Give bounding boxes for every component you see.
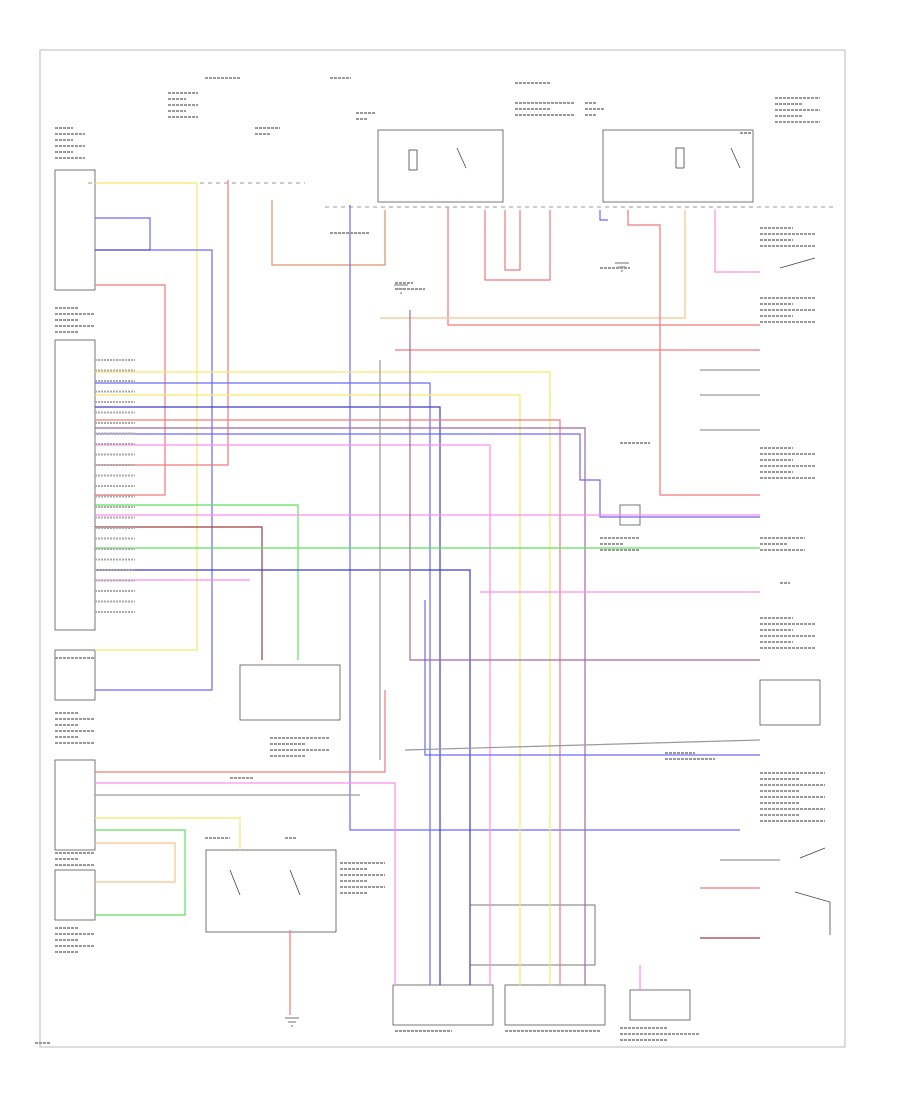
label-block-29: [270, 737, 330, 757]
label-block-1: [168, 92, 198, 118]
wire-red-34: [95, 690, 386, 773]
junction-box-bottom: [469, 904, 596, 966]
wire-yellow-15: [95, 371, 551, 985]
relay-box-1: [377, 129, 504, 203]
wire-maroon-25: [95, 526, 263, 660]
wire-blue-32: [424, 600, 760, 756]
label-block-12: [395, 282, 425, 290]
wire-pink-12: [714, 210, 760, 273]
switch-module-box: [205, 849, 337, 933]
wire-yellow-37: [95, 817, 241, 850]
wire-brown-5: [271, 200, 386, 266]
wire-red-7: [447, 207, 760, 326]
label-block-23: [55, 852, 95, 866]
label-block-33: [600, 537, 640, 551]
label-block-14: [760, 227, 815, 247]
label-block-8: [585, 102, 605, 116]
wire-blue-21: [95, 433, 760, 518]
wire-gray-33: [404, 739, 761, 751]
label-block-7: [515, 102, 575, 116]
label-block-3: [255, 127, 280, 135]
relay-switch-1: [456, 147, 467, 169]
wire-purple-30: [409, 310, 760, 661]
wire-red-11: [504, 210, 521, 271]
diagram-frame: [39, 49, 846, 1048]
relay-coil-2: [675, 147, 685, 169]
label-block-0: [55, 127, 85, 159]
label-block-17: [760, 537, 805, 551]
right-switch-2: [799, 847, 826, 859]
right-sensor-box: [759, 679, 821, 726]
wire-layer: [95, 180, 780, 1015]
actuator-box-center: [504, 984, 606, 1026]
wire-pink-22: [95, 444, 491, 985]
wire-red-13: [627, 210, 760, 496]
left-connector-lower: [54, 759, 96, 851]
wire-red-4: [95, 180, 229, 466]
ground-bottom-left: [285, 1017, 299, 1027]
label-block-19: [760, 772, 825, 822]
wire-yellow-0: [95, 182, 198, 651]
wire-darkblue-18: [95, 406, 441, 985]
wire-orange-9: [380, 210, 686, 319]
right-switch-1: [779, 257, 816, 269]
wire-darkblue-27: [95, 569, 471, 985]
center-module-box: [239, 664, 341, 721]
left-connector-bottom: [54, 869, 96, 921]
label-block-32: [620, 1027, 700, 1041]
wire-orange-39: [95, 842, 176, 883]
relay-switch-2: [730, 147, 741, 169]
label-block-15: [760, 297, 815, 323]
label-block-24: [55, 927, 95, 953]
wire-blue-1: [95, 217, 213, 691]
wire-purple-20: [95, 427, 586, 985]
wire-blue-14: [599, 210, 608, 221]
left-connector-top: [54, 169, 96, 291]
wire-blue-16: [95, 382, 431, 985]
wire-blue-6: [349, 205, 740, 831]
wire-green-23: [95, 504, 299, 660]
label-block-9: [775, 97, 820, 123]
label-block-27: [340, 862, 385, 894]
label-block-34: [665, 752, 715, 760]
left-connector-mid: [54, 649, 96, 701]
label-block-5: [356, 112, 376, 120]
label-block-20: [55, 307, 95, 333]
wire-green-38: [95, 829, 186, 916]
wire-red-10: [484, 210, 551, 281]
left-connector-main: [54, 339, 96, 631]
actuator-box-left: [392, 984, 494, 1026]
label-block-18: [760, 617, 815, 649]
relay-box-2: [602, 129, 754, 203]
wire-yellow-17: [95, 394, 521, 985]
wire-red-3: [95, 284, 166, 496]
relay-coil-1: [408, 149, 418, 171]
switch-module-contacts: [229, 869, 301, 896]
actuator-box-right: [629, 989, 691, 1021]
label-layer: [35, 77, 825, 1044]
wire-pink-35: [95, 782, 396, 985]
right-switch-3: [794, 891, 831, 935]
label-block-16: [760, 447, 815, 479]
label-block-22: [55, 712, 95, 744]
wire-red-19: [95, 419, 561, 985]
